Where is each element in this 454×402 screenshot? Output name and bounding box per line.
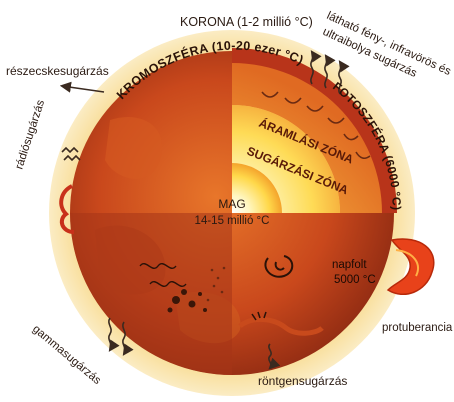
xray-label: röntgensugárzás [258,374,347,388]
gamma-label: gammasugárzás [30,323,103,387]
corona-label: KORONA (1-2 millió °C) [180,15,313,29]
sunspot-temp: 5000 °C [334,274,376,286]
radio-label: rádiósugárzás [13,98,47,171]
particle-radiation-label: részecskesugárzás [6,64,109,78]
core-temp: 14-15 millió °C [195,215,270,227]
sunspot-label: napfolt [332,259,367,271]
core-title: MAG [218,197,245,211]
prominence-label: protuberancia [382,322,453,334]
